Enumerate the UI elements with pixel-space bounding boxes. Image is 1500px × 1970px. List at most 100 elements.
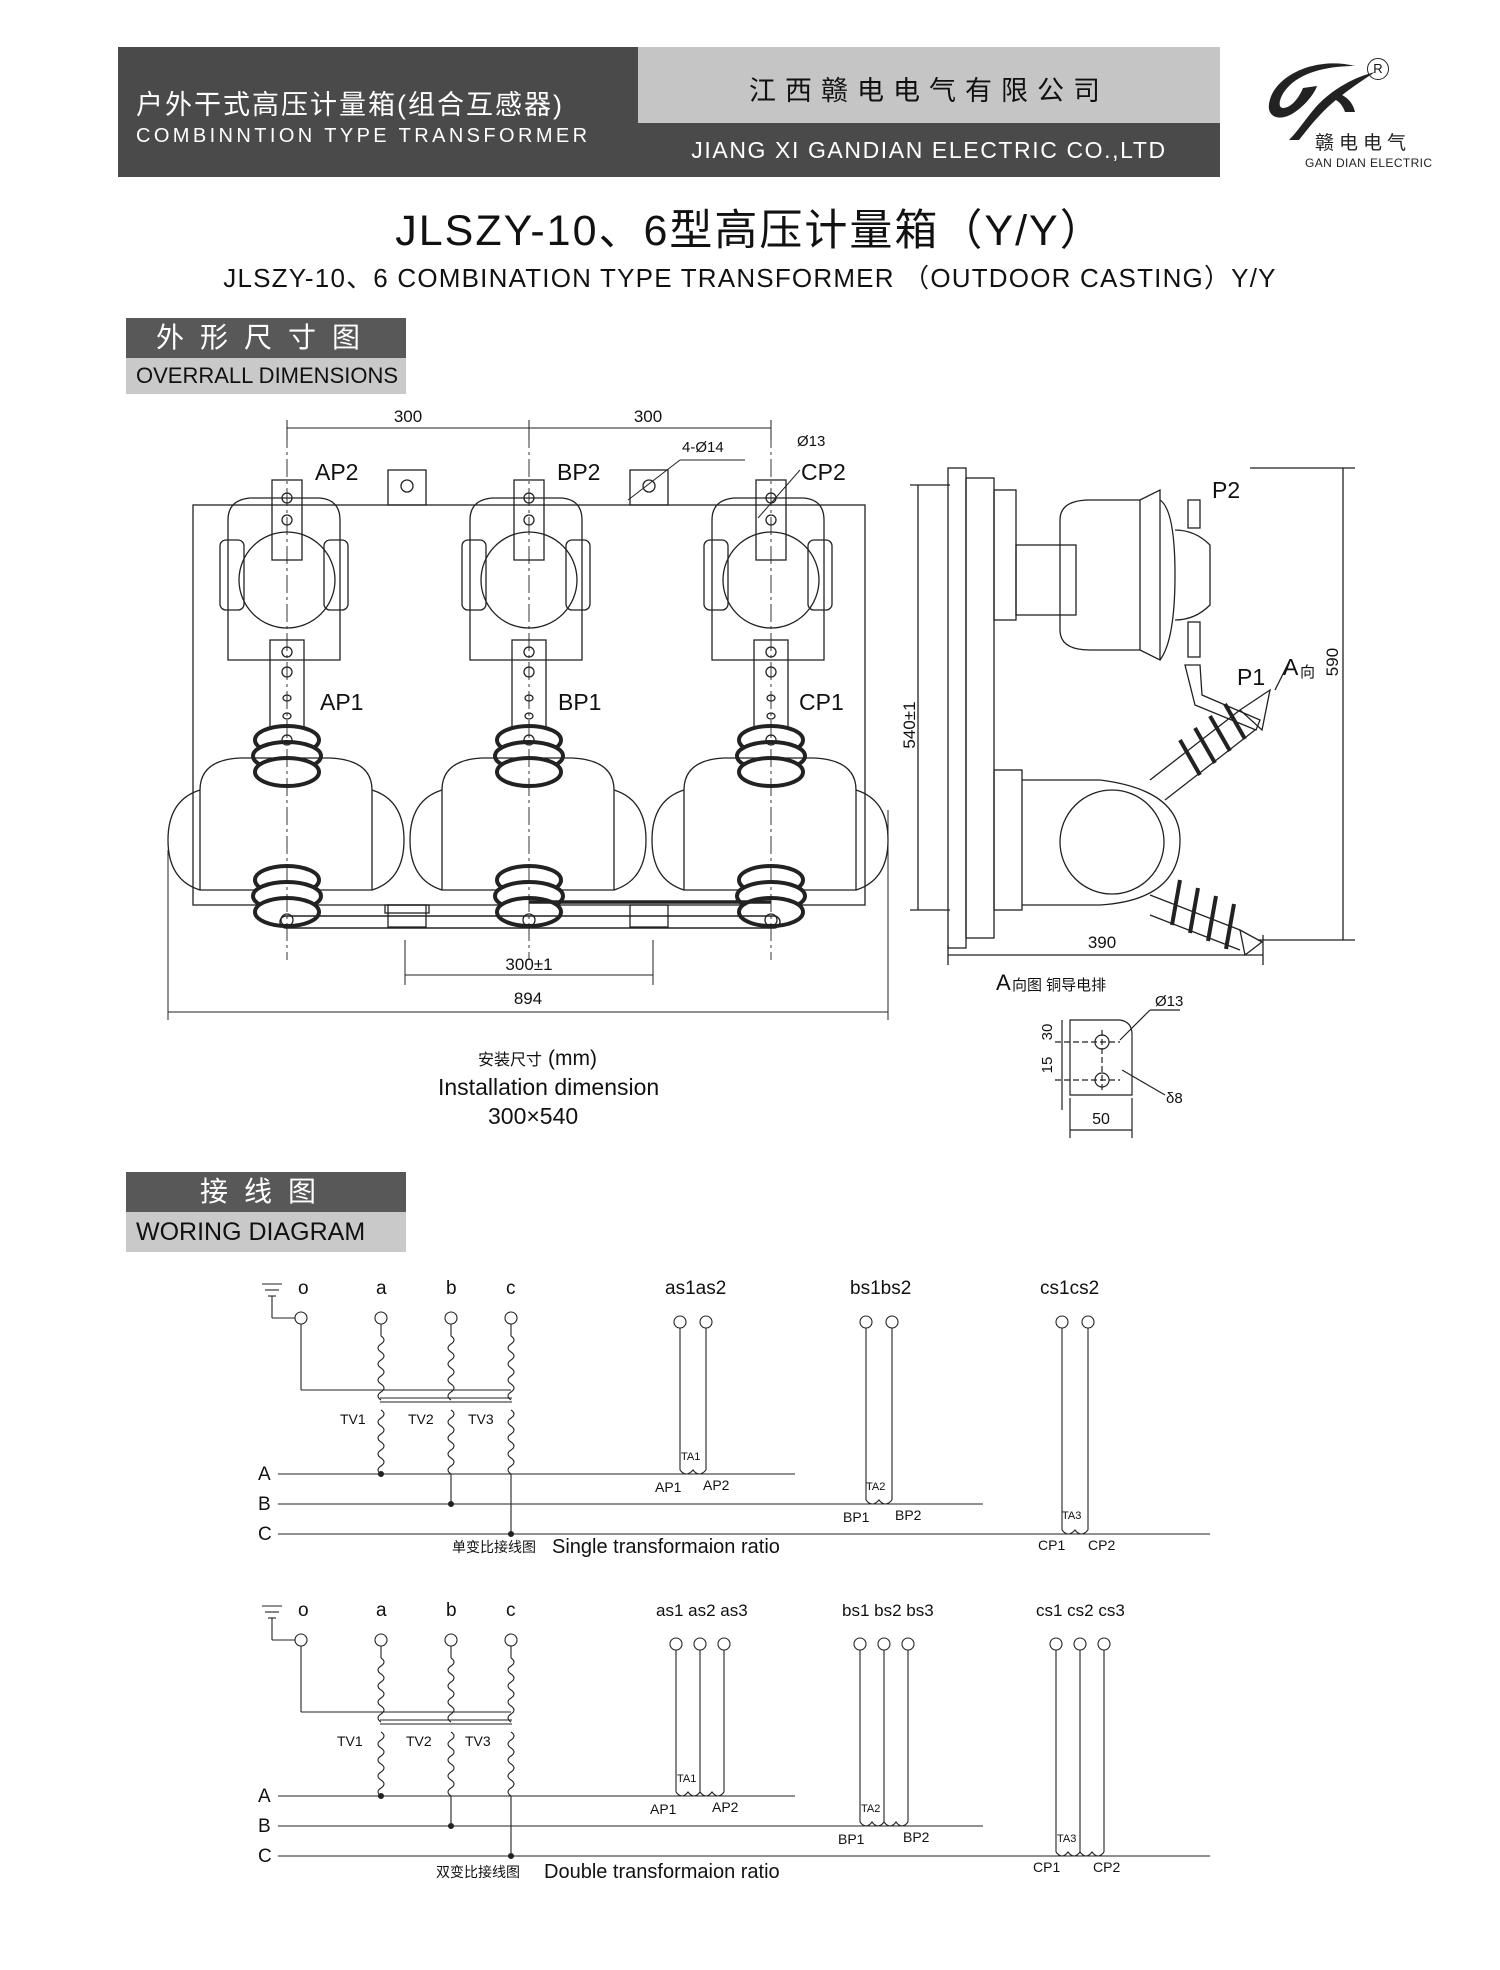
install-label-unit: (mm) (548, 1047, 597, 1070)
document-title-zh: JLSZY-10、6型高压计量箱（Y/Y） (395, 207, 1105, 255)
single-bp1: BP1 (843, 1509, 870, 1525)
detail-dim-30: 30 (1039, 1024, 1056, 1041)
double-phase-a: A (258, 1786, 271, 1807)
section-wiring-title-en: WORING DIAGRAM (126, 1212, 406, 1252)
install-value: 300×540 (488, 1103, 578, 1129)
logo-text-zh: 赣电电气 (1315, 133, 1412, 154)
single-tv2: TV2 (408, 1411, 434, 1427)
double-caption-zh: 双变比接线图 (436, 1864, 520, 1880)
single-term-o: o (298, 1278, 309, 1299)
holes-note: 4-Ø14 (682, 439, 724, 456)
double-term-a: a (376, 1600, 387, 1621)
section-dimensions-title-en: OVERRALL DIMENSIONS (126, 358, 406, 394)
product-title-en: COMBINNTION TYPE TRANSFORMER (136, 125, 591, 147)
header-company-zh-band: 江西赣电电气有限公司 (638, 47, 1220, 123)
single-ct-a: as1as2 (665, 1278, 726, 1299)
section-wiring-title-zh: 接线图 (126, 1172, 406, 1212)
terminal-cp1: CP1 (799, 689, 844, 715)
double-tv1: TV1 (337, 1733, 363, 1749)
single-phase-a: A (258, 1464, 271, 1485)
header-company-en-band: JIANG XI GANDIAN ELECTRIC CO.,LTD (638, 123, 1220, 177)
double-phase-c: C (258, 1846, 272, 1867)
single-bp2: BP2 (895, 1507, 922, 1523)
single-ap2: AP2 (703, 1477, 730, 1493)
dim-depth: 390 (1088, 933, 1116, 952)
double-ta2: TA2 (861, 1803, 880, 1815)
single-ta3: TA3 (1062, 1510, 1081, 1522)
detail-busbar-drawing (1055, 1009, 1180, 1138)
logo-mark-icon (1268, 63, 1375, 140)
dim-height-total: 590 (1323, 648, 1342, 676)
single-ap1: AP1 (655, 1479, 682, 1495)
double-phase-b: B (258, 1816, 271, 1837)
double-tv2: TV2 (406, 1733, 432, 1749)
single-tv1: TV1 (340, 1411, 366, 1427)
terminal-bp2: BP2 (557, 459, 600, 485)
single-ct-b: bs1bs2 (850, 1278, 911, 1299)
front-dimension-lines (167, 420, 889, 1020)
install-label-zh: 安装尺寸 (478, 1051, 542, 1069)
single-term-a: a (376, 1278, 387, 1299)
company-name-en: JIANG XI GANDIAN ELECTRIC CO.,LTD (691, 137, 1167, 163)
registered-mark-icon: R (1367, 58, 1389, 80)
detail-hole: Ø13 (1155, 993, 1183, 1010)
install-label-en: Installation dimension (438, 1074, 659, 1100)
double-cp1: CP1 (1033, 1859, 1060, 1875)
single-caption-zh: 单变比接线图 (452, 1539, 536, 1555)
single-term-c: c (506, 1278, 516, 1299)
bottom-busbar (279, 900, 781, 929)
document-title-en: JLSZY-10、6 COMBINATION TYPE TRANSFORMER … (223, 263, 1277, 293)
label-p2: P2 (1212, 477, 1240, 503)
hole-note: Ø13 (797, 433, 825, 450)
double-cp2: CP2 (1093, 1859, 1120, 1875)
company-logo: R 赣电电气 GAN DIAN ELECTRIC (1255, 52, 1435, 178)
terminal-ap1: AP1 (320, 689, 363, 715)
double-bp1: BP1 (838, 1831, 865, 1847)
single-caption-en: Single transformaion ratio (552, 1536, 780, 1558)
phase-unit-a (167, 430, 405, 960)
double-bp2: BP2 (903, 1829, 930, 1845)
single-tv3: TV3 (468, 1411, 494, 1427)
terminal-bp1: BP1 (558, 689, 601, 715)
terminal-cp2: CP2 (801, 459, 846, 485)
terminal-ap2: AP2 (315, 459, 358, 485)
single-phase-b: B (258, 1494, 271, 1515)
double-term-b: b (446, 1600, 457, 1621)
detail-title-rest: 向图 铜导电排 (1012, 977, 1106, 994)
dim-height-inner: 540±1 (900, 701, 919, 748)
side-view-drawing (910, 467, 1355, 965)
detail-width: 50 (1092, 1111, 1110, 1128)
double-ct-a: as1 as2 as3 (656, 1601, 748, 1620)
single-phase-c: C (258, 1524, 272, 1545)
single-ta2: TA2 (866, 1481, 885, 1493)
label-p1: P1 (1237, 664, 1265, 690)
double-caption-en: Double transformaion ratio (544, 1861, 780, 1883)
product-title-zh: 户外干式高压计量箱(组合互感器) (136, 90, 564, 120)
logo-text-en: GAN DIAN ELECTRIC (1305, 156, 1433, 170)
dim-spacing-right: 300 (634, 407, 662, 426)
company-name-zh: 江西赣电电气有限公司 (749, 76, 1109, 106)
label-a: A (1283, 654, 1299, 680)
dim-spacing-left: 300 (394, 407, 422, 426)
single-cp2: CP2 (1088, 1537, 1115, 1553)
dim-base-spacing: 300±1 (505, 955, 552, 974)
dim-overall-width: 894 (514, 989, 542, 1008)
double-tv3: TV3 (465, 1733, 491, 1749)
single-cp1: CP1 (1038, 1537, 1065, 1553)
double-ap1: AP1 (650, 1801, 677, 1817)
wiring-single-diagram (262, 1283, 1210, 1538)
single-ta1: TA1 (681, 1451, 700, 1463)
header-product-band: 户外干式高压计量箱(组合互感器) COMBINNTION TYPE TRANSF… (118, 47, 638, 177)
double-ap2: AP2 (712, 1799, 739, 1815)
detail-dim-15: 15 (1039, 1057, 1056, 1074)
single-ct-c: cs1cs2 (1040, 1278, 1099, 1299)
section-dimensions-title-zh: 外形尺寸图 (126, 318, 406, 358)
double-ta3: TA3 (1057, 1833, 1076, 1845)
double-ct-c: cs1 cs2 cs3 (1036, 1601, 1125, 1620)
double-term-o: o (298, 1600, 309, 1621)
detail-thickness: δ8 (1166, 1090, 1183, 1107)
detail-title-a: A (996, 970, 1011, 995)
wiring-double-diagram (262, 1605, 1210, 1860)
